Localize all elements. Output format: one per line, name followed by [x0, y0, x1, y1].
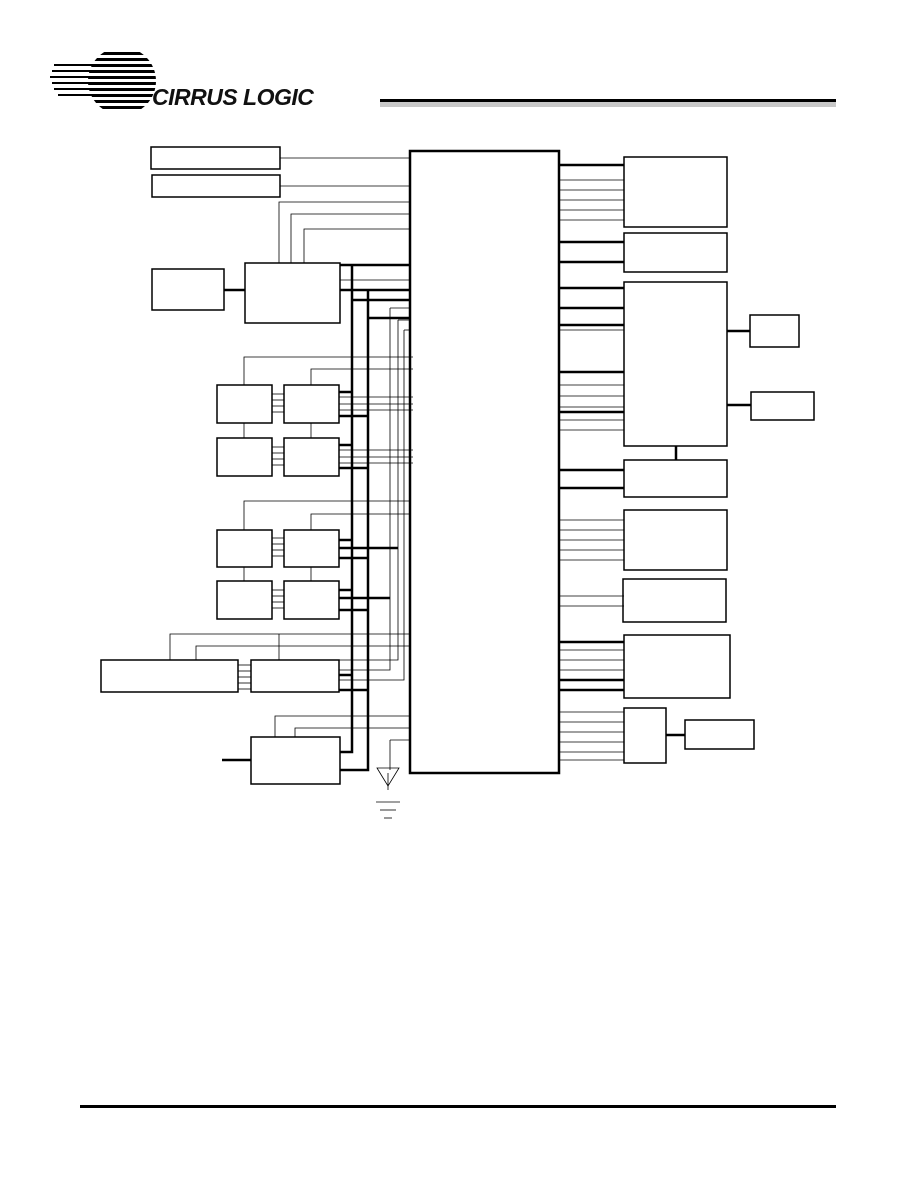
block-right-3 [623, 281, 728, 447]
block-top-1 [150, 146, 281, 170]
block-right-3-ext-a [749, 314, 800, 348]
block-right-2 [623, 232, 728, 273]
block-right-5 [623, 509, 728, 571]
memory-block-2a [216, 529, 273, 568]
memory-block-1b [283, 384, 340, 424]
company-logo-text: CIRRUS LOGIC [152, 84, 314, 110]
block-left-small [151, 268, 225, 311]
header-rule [380, 99, 836, 102]
cirrus-logo-icon [50, 52, 156, 109]
memory-block-1d [283, 437, 340, 477]
block-right-3-ext-b [750, 391, 815, 421]
block-right-8-ext [684, 719, 755, 750]
block-bottom-left [250, 736, 341, 785]
block-right-7 [623, 634, 731, 699]
block-right-4 [623, 459, 728, 498]
block-transceiver [250, 659, 340, 693]
memory-block-1a [216, 384, 273, 424]
header-rule-shadow [380, 101, 836, 107]
memory-block-2c [216, 580, 273, 620]
memory-block-2d [283, 580, 340, 620]
memory-block-2b [283, 529, 340, 568]
central-chip-block [408, 149, 561, 775]
footer-rule [80, 1105, 836, 1108]
block-right-6 [622, 578, 727, 623]
block-right-8 [623, 707, 667, 764]
block-right-1 [623, 156, 728, 228]
memory-block-1c [216, 437, 273, 477]
block-left-controller [244, 262, 341, 324]
block-top-2 [151, 174, 281, 198]
block-wide-left [100, 659, 239, 693]
